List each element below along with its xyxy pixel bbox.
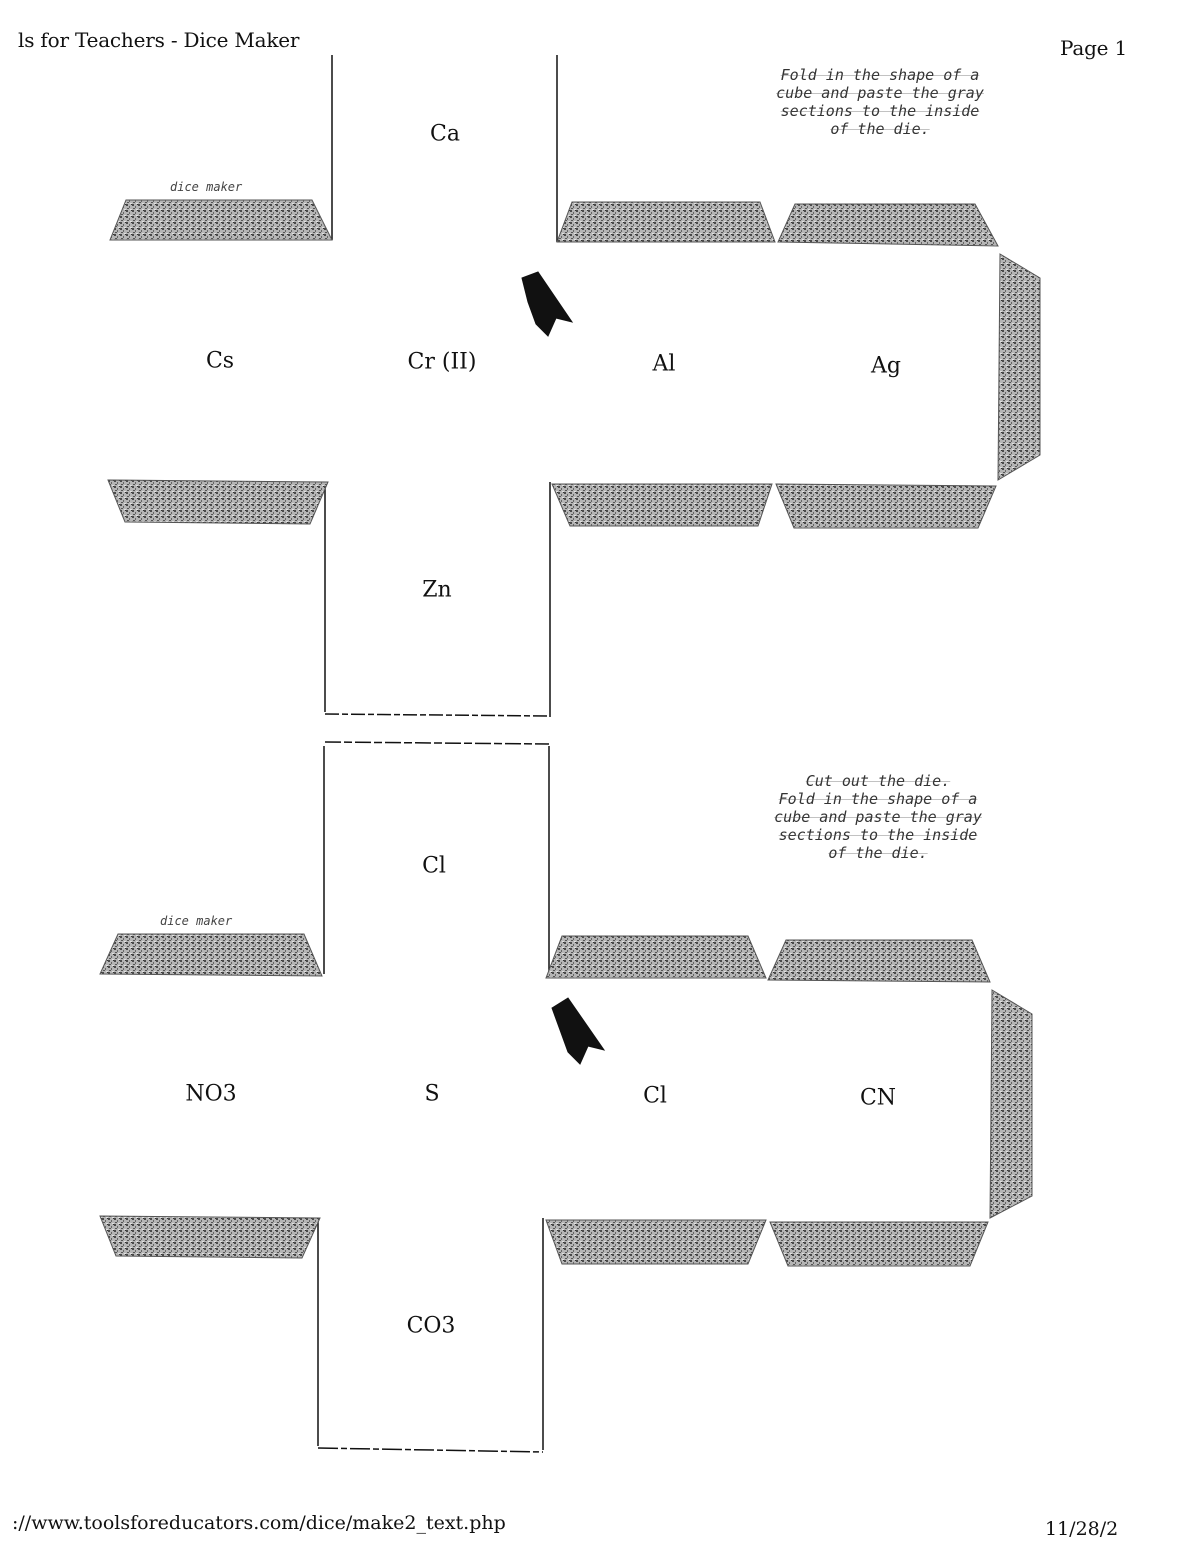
die1-instruction-line: cube and paste the gray bbox=[776, 84, 984, 102]
die2-instruction-line: of the die. bbox=[828, 844, 928, 862]
die2-face-right2: CN bbox=[859, 1085, 897, 1111]
die2-net bbox=[317, 741, 550, 1453]
die2-arrow-mark bbox=[551, 997, 606, 1065]
die2-instruction-line: Cut out the die. bbox=[805, 772, 951, 790]
die1-glue-tabs bbox=[107, 199, 1041, 529]
page-footer-url: ://www.toolsforeducators.com/dice/make2_… bbox=[12, 1512, 506, 1534]
die1-net bbox=[324, 55, 558, 717]
die1-instructions: Fold in the shape of a cube and paste th… bbox=[755, 66, 1005, 138]
page-number: Page 1 bbox=[1060, 36, 1128, 60]
die1-face-left: Cs bbox=[205, 348, 235, 374]
die2-brand-label: dice maker bbox=[160, 914, 233, 928]
die2-face-top: Cl bbox=[422, 853, 446, 879]
die2-glue-tabs bbox=[99, 933, 1033, 1267]
die1-brand-label: dice maker bbox=[170, 180, 243, 194]
die1-face-bottom: Zn bbox=[422, 577, 452, 603]
die1-face-center: Cr (II) bbox=[407, 349, 477, 375]
die2-instruction-line: sections to the inside bbox=[778, 826, 978, 844]
page-footer-date: 11/28/2 bbox=[1045, 1518, 1119, 1540]
die2-face-center: S bbox=[424, 1081, 440, 1107]
die2-instruction-line: cube and paste the gray bbox=[774, 808, 982, 826]
die1-instruction-line: of the die. bbox=[830, 120, 930, 138]
die1-face-right2: Ag bbox=[871, 353, 901, 379]
die2-face-left: NO3 bbox=[185, 1081, 237, 1107]
die2-instructions: Cut out the die. Fold in the shape of a … bbox=[753, 772, 1003, 862]
die1-face-top: Ca bbox=[430, 121, 460, 147]
die2-face-right1: Cl bbox=[643, 1083, 667, 1109]
die1-instruction-line: sections to the inside bbox=[780, 102, 980, 120]
page-header-title: ls for Teachers - Dice Maker bbox=[18, 28, 300, 52]
die1-arrow-mark bbox=[521, 271, 574, 337]
die1-instruction-line: Fold in the shape of a bbox=[780, 66, 980, 84]
die2-face-bottom: CO3 bbox=[406, 1313, 456, 1339]
die2-instruction-line: Fold in the shape of a bbox=[778, 790, 978, 808]
die1-face-right1: Al bbox=[652, 351, 676, 377]
